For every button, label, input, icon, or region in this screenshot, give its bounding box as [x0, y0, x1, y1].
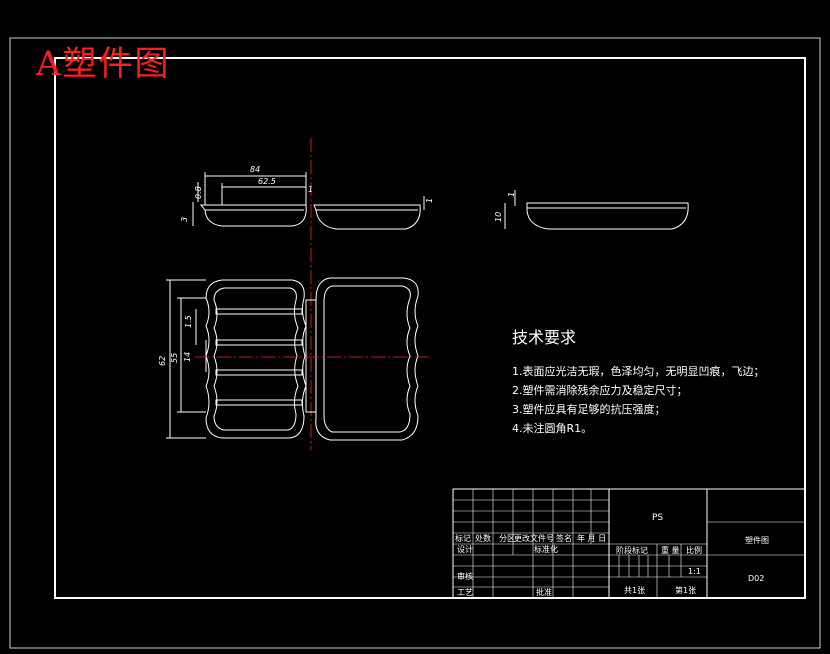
tb-design: 设计: [457, 545, 473, 554]
tb-drawing-name: 塑件图: [745, 536, 769, 545]
tb-header-count: 处数: [475, 534, 491, 543]
section-view-right: [504, 190, 689, 230]
plan-view: [166, 277, 419, 441]
dim-14: 14: [183, 351, 192, 362]
tb-header-mark: 标记: [455, 534, 471, 543]
requirement-item-4: 4.未注圆角R1。: [512, 422, 593, 435]
title-block: [452, 488, 806, 599]
dim-10: 10: [494, 211, 503, 222]
requirement-item-1: 1.表面应光洁无瑕，色泽均匀，无明显凹痕，飞边；: [512, 365, 765, 378]
sheet-border: [9, 37, 821, 649]
drawing-title: A塑件图: [36, 44, 171, 84]
tb-material: PS: [652, 513, 664, 523]
dim-84: 84: [250, 165, 261, 174]
tb-sheet-no: 第1张: [675, 586, 697, 595]
tb-approve: 批准: [536, 588, 552, 597]
tb-review: 审核: [457, 572, 473, 581]
tb-drawing-no: D02: [748, 574, 765, 583]
dim-55: 55: [170, 352, 179, 363]
tb-ratio: 比例: [686, 546, 702, 555]
dim-1-c: 1: [507, 191, 516, 197]
tb-header-date: 年 月 日: [577, 534, 607, 543]
section-view-left: [192, 172, 425, 230]
dim-1-a: 1: [308, 185, 314, 194]
technical-requirements-heading: 技术要求: [512, 328, 577, 347]
tb-header-change-doc: 更改文件号: [514, 534, 554, 543]
dim-62: 62: [158, 355, 167, 366]
requirement-item-3: 3.塑件应具有足够的抗压强度；: [512, 403, 666, 416]
tb-header-zone: 分区: [499, 534, 515, 543]
tb-sheet-total: 共1张: [624, 586, 646, 595]
dim-62-5: 62.5: [258, 177, 276, 186]
requirement-item-2: 2.塑件需消除残余应力及稳定尺寸；: [512, 384, 688, 397]
dim-1-b: 1: [425, 197, 434, 203]
drawing-frame: [54, 57, 806, 599]
tb-standardization: 标准化: [534, 545, 558, 554]
tb-process: 工艺: [457, 588, 473, 597]
technical-requirements: 技术要求 1.表面应光洁无瑕，色泽均匀，无明显凹痕，飞边； 2.塑件需消除残余应…: [512, 324, 765, 438]
dim-1-5: 1.5: [184, 315, 193, 328]
tb-weight: 重 量: [661, 546, 680, 555]
tb-scale: 1:1: [688, 567, 701, 576]
dim-3: 3: [180, 216, 189, 222]
tb-header-signature: 签名: [556, 534, 572, 543]
dim-0-8: 0.8: [194, 186, 203, 199]
tb-stage-mark: 阶段标记: [616, 546, 648, 555]
